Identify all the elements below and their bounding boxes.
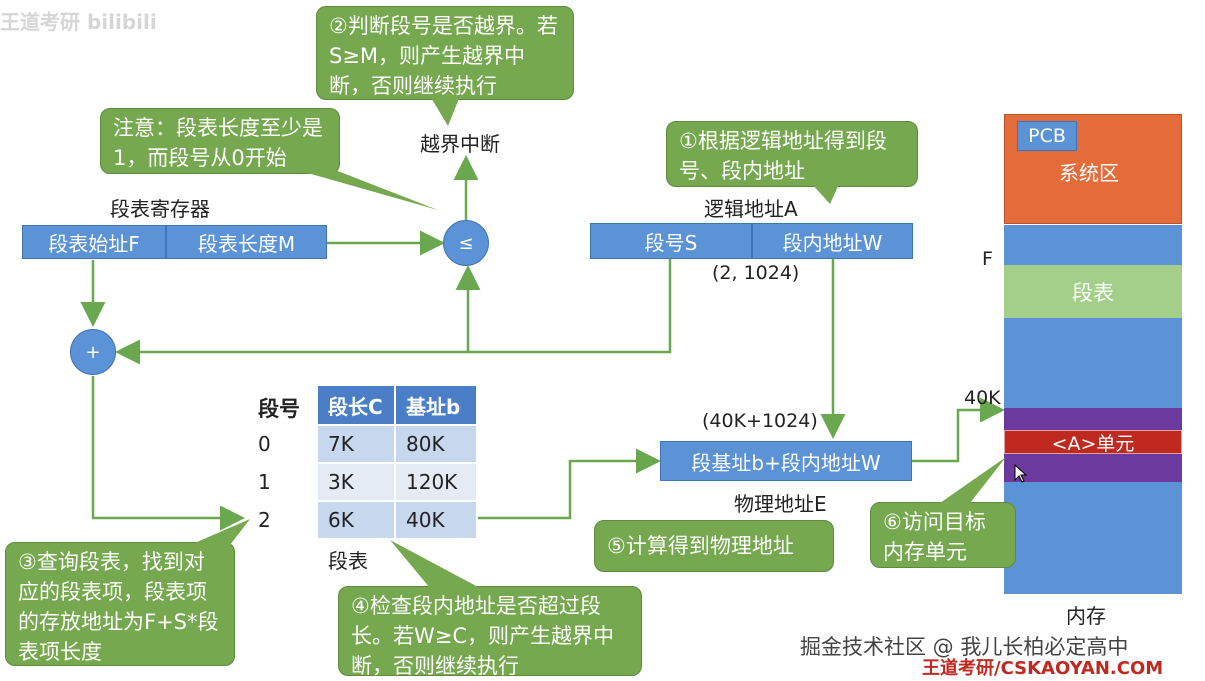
segment-number-text: 段号S [644, 230, 698, 255]
physical-address-text: 段基址b+段内地址W [691, 450, 881, 475]
memory-target-unit-text: <A>单元 [1051, 432, 1135, 455]
memory-segment-purple [1004, 408, 1182, 430]
callout-note-text: 注意：段表长度至少是1，而段号从0开始 [113, 116, 323, 170]
segment-table-start-field: 段表始址F [22, 225, 166, 259]
callout-compute-address: ⑤计算得到物理地址 [594, 520, 834, 572]
memory-system-area: PCB 系统区 [1004, 114, 1182, 224]
callout-check-bound-text: ②判断段号是否越界。若S≥M，则产生越界中断，否则继续执行 [329, 14, 558, 98]
callout-pointer [430, 96, 460, 126]
callout-get-segment: ①根据逻辑地址得到段号、段内地址 [666, 121, 918, 187]
callout-compute-address-text: ⑤计算得到物理地址 [607, 534, 794, 558]
memory-segment-purple [1004, 454, 1182, 482]
watermark-logo: 王道考研 bilibili [0, 10, 157, 34]
callout-pointer [390, 540, 480, 588]
physical-address-value: (40K+1024) [702, 410, 818, 432]
memory-segment-table: 段表 [1004, 265, 1182, 318]
table-row-number: 1 [258, 470, 271, 494]
callout-pointer [190, 519, 250, 545]
memory-caption: 内存 [1066, 604, 1106, 628]
memory-block [1004, 225, 1182, 265]
table-cell-length: 7K [318, 424, 396, 462]
compare-symbol: ≤ [458, 232, 474, 254]
memory-f-label: F [982, 248, 993, 270]
callout-pointer [290, 168, 438, 210]
callout-check-offset-text: ④检查段内地址是否超过段长。若W≥C，则产生越界中断，否则继续执行 [351, 594, 615, 678]
segment-table-length-text: 段表长度M [197, 231, 296, 256]
table-cell-base: 120K [396, 462, 476, 500]
watermark-community: 掘金技术社区 @ 我儿长柏必定高中 [800, 635, 1129, 659]
logical-address-title: 逻辑地址A [704, 197, 798, 221]
table-cell-length: 6K [318, 500, 396, 538]
watermark-site: 王道考研/CSKAOYAN.COM [922, 658, 1164, 679]
memory-40k-label: 40K [964, 387, 1001, 409]
memory-pcb: PCB [1017, 121, 1077, 151]
table-header-base: 基址b [396, 386, 476, 424]
physical-address-title: 物理地址E [734, 492, 827, 516]
callout-access-memory: ⑥访问目标内存单元 [870, 502, 1016, 568]
memory-pcb-text: PCB [1028, 125, 1066, 147]
callout-note: 注意：段表长度至少是1，而段号从0开始 [100, 108, 340, 174]
callout-pointer [940, 457, 1006, 503]
table-row-header: 段号 [258, 397, 300, 421]
adder-symbol: + [85, 341, 101, 363]
callout-pointer [810, 182, 840, 204]
memory-segment-table-text: 段表 [1072, 280, 1114, 305]
callout-check-offset: ④检查段内地址是否超过段长。若W≥C，则产生越界中断，否则继续执行 [338, 586, 642, 678]
compare-node: ≤ [443, 220, 489, 266]
table-cell-base: 40K [396, 500, 476, 538]
memory-system-label: 系统区 [1059, 161, 1119, 185]
table-cell-base: 80K [396, 424, 476, 462]
physical-address-field: 段基址b+段内地址W [660, 441, 912, 481]
memory-block [1004, 318, 1182, 408]
callout-lookup-table-text: ③查询段表，找到对应的段表项，段表项的存放地址为F+S*段表项长度 [18, 550, 219, 664]
segment-number-field: 段号S [590, 223, 752, 259]
overflow-interrupt-label: 越界中断 [420, 132, 500, 156]
segment-table-length-field: 段表长度M [166, 225, 327, 259]
table-row-number: 0 [258, 432, 271, 456]
callout-access-memory-text: ⑥访问目标内存单元 [883, 510, 986, 564]
segment-offset-text: 段内地址W [782, 230, 883, 255]
segment-offset-field: 段内地址W [752, 223, 913, 259]
table-header-length: 段长C [318, 386, 396, 424]
logical-address-value: (2, 1024) [712, 262, 800, 284]
segment-register-title: 段表寄存器 [110, 197, 210, 221]
adder-node: + [70, 329, 116, 375]
callout-lookup-table: ③查询段表，找到对应的段表项，段表项的存放地址为F+S*段表项长度 [5, 542, 235, 666]
segment-table-start-text: 段表始址F [48, 231, 140, 256]
table-cell-length: 3K [318, 462, 396, 500]
memory-block [1004, 482, 1182, 594]
mouse-cursor-icon [1014, 464, 1028, 483]
segment-table-caption: 段表 [328, 549, 368, 573]
table-row-number: 2 [258, 508, 271, 532]
callout-check-bound: ②判断段号是否越界。若S≥M，则产生越界中断，否则继续执行 [316, 6, 574, 100]
memory-target-unit: <A>单元 [1004, 430, 1182, 455]
callout-get-segment-text: ①根据逻辑地址得到段号、段内地址 [679, 129, 887, 183]
